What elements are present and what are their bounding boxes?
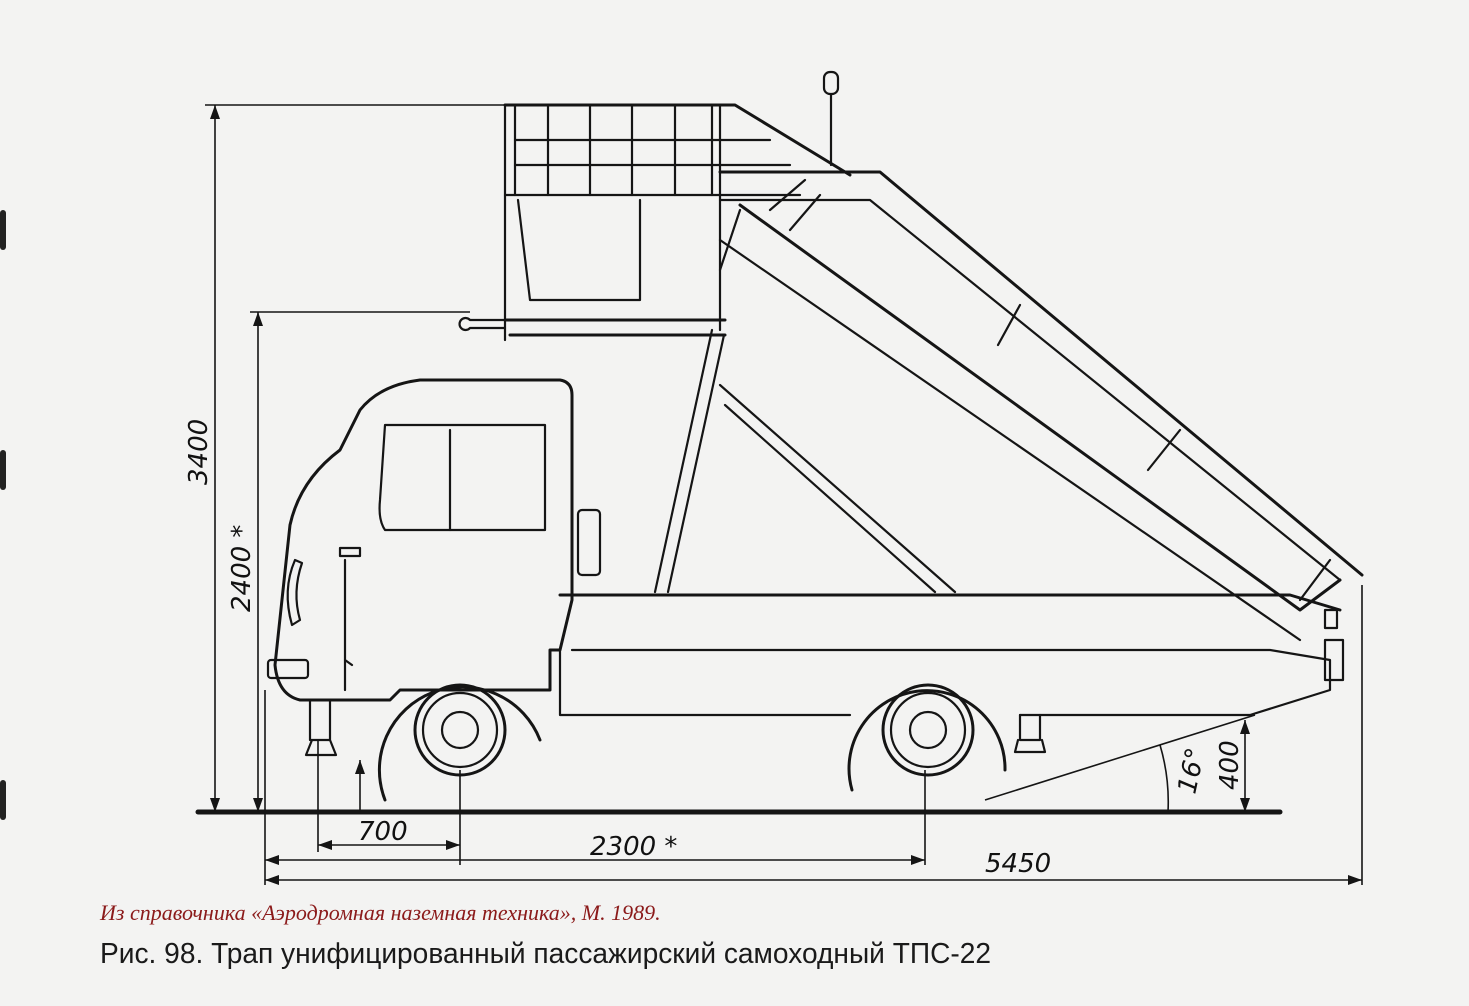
figure-caption: Рис. 98. Трап унифицированный пассажирск… [100,938,992,970]
rear-wheel [847,683,1007,792]
dim-wheelbase: 2300 * [590,832,677,862]
dim-departure-angle: 16° [1173,745,1212,796]
staircase [718,170,1364,642]
upper-platform [458,103,852,342]
truck-body [304,593,1345,757]
source-note: Из справочника «Аэродромная наземная тех… [100,900,661,925]
scan-edge-mark [0,210,6,250]
truck-cab [266,378,602,702]
support-struts [653,328,957,594]
scan-edge-mark [0,780,6,820]
dim-rear-height: 400 [1215,740,1245,790]
scan-edge-mark [0,450,6,490]
beacon-light [822,70,840,167]
dim-total-length: 5450 [985,849,1051,879]
dimension-lines [205,104,1363,885]
dim-total-height: 3400 [184,419,214,485]
dim-platform-height: 2400 * [227,525,257,612]
dim-front-overhang: 700 [358,817,408,847]
